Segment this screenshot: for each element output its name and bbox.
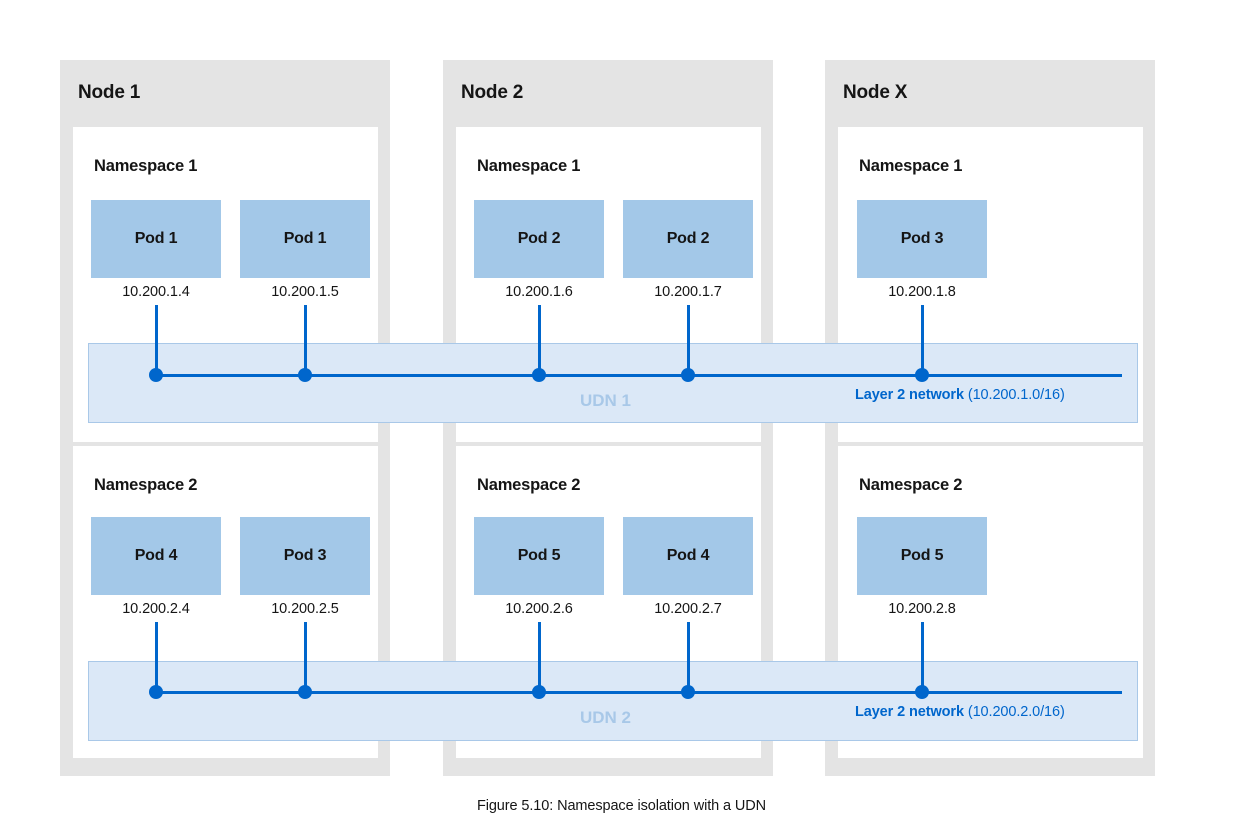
udn-network-line-1 — [156, 374, 1122, 377]
pod-label: Pod 4 — [666, 547, 710, 564]
udn-bar-1 — [88, 343, 1138, 423]
pod-box[interactable]: Pod 4 — [91, 517, 221, 595]
network-attach-dot — [532, 368, 546, 382]
pod-label: Pod 2 — [517, 230, 561, 247]
namespace-title-node2-ns2: Namespace 2 — [477, 476, 581, 494]
layer2-network-label-1: Layer 2 network (10.200.1.0/16) — [855, 387, 1065, 403]
pod-box[interactable]: Pod 3 — [857, 200, 987, 278]
udn-bar-2 — [88, 661, 1138, 741]
network-attach-dot — [149, 368, 163, 382]
pod-ip-label: 10.200.1.4 — [122, 284, 190, 300]
pod-box[interactable]: Pod 1 — [240, 200, 370, 278]
pod-connector-line — [304, 622, 307, 692]
network-attach-dot — [915, 368, 929, 382]
pod-ip-label: 10.200.2.5 — [271, 601, 339, 617]
pod-ip-label: 10.200.2.8 — [888, 601, 956, 617]
pod-connector-line — [538, 622, 541, 692]
pod-box[interactable]: Pod 3 — [240, 517, 370, 595]
pod-ip-label: 10.200.2.6 — [505, 601, 573, 617]
udn-network-line-2 — [156, 691, 1122, 694]
udn-name-label-1: UDN 1 — [580, 391, 632, 410]
layer2-network-label-2: Layer 2 network (10.200.2.0/16) — [855, 704, 1065, 720]
pod-label: Pod 4 — [134, 547, 178, 564]
pod-label: Pod 3 — [283, 547, 327, 564]
layer2-network-title: Layer 2 network — [855, 387, 964, 403]
pod-label: Pod 2 — [666, 230, 710, 247]
namespace-title-node1-ns2: Namespace 2 — [94, 476, 198, 494]
node-title-x: Node X — [843, 82, 908, 103]
pod-box[interactable]: Pod 5 — [857, 517, 987, 595]
pod-connector-line — [921, 622, 924, 692]
pod-box[interactable]: Pod 1 — [91, 200, 221, 278]
network-attach-dot — [681, 685, 695, 699]
pod-label: Pod 1 — [283, 230, 327, 247]
pod-connector-line — [304, 305, 307, 375]
pod-label: Pod 3 — [900, 230, 944, 247]
pod-connector-line — [155, 305, 158, 375]
namespace-title-nodex-ns2: Namespace 2 — [859, 476, 963, 494]
pod-label: Pod 5 — [900, 547, 944, 564]
pod-box[interactable]: Pod 2 — [623, 200, 753, 278]
node-title-1: Node 1 — [78, 82, 141, 103]
namespace-title-nodex-ns1: Namespace 1 — [859, 157, 963, 175]
pod-box[interactable]: Pod 2 — [474, 200, 604, 278]
network-attach-dot — [298, 685, 312, 699]
udn-name-label-2: UDN 2 — [580, 708, 632, 727]
pod-ip-label: 10.200.1.7 — [654, 284, 722, 300]
pod-connector-line — [155, 622, 158, 692]
pod-ip-label: 10.200.1.5 — [271, 284, 339, 300]
node-title-2: Node 2 — [461, 82, 524, 103]
network-attach-dot — [149, 685, 163, 699]
figure-caption: Figure 5.10: Namespace isolation with a … — [476, 798, 767, 814]
layer2-network-title: Layer 2 network — [855, 704, 964, 720]
pod-box[interactable]: Pod 5 — [474, 517, 604, 595]
network-attach-dot — [915, 685, 929, 699]
pod-ip-label: 10.200.1.6 — [505, 284, 573, 300]
namespace-title-node2-ns1: Namespace 1 — [477, 157, 581, 175]
pod-connector-line — [687, 305, 690, 375]
pod-label: Pod 1 — [134, 230, 178, 247]
pod-ip-label: 10.200.1.8 — [888, 284, 956, 300]
network-attach-dot — [681, 368, 695, 382]
network-attach-dot — [532, 685, 546, 699]
pod-ip-label: 10.200.2.4 — [122, 601, 190, 617]
pod-connector-line — [538, 305, 541, 375]
pod-connector-line — [921, 305, 924, 375]
layer2-network-cidr: (10.200.1.0/16) — [967, 387, 1065, 403]
layer2-network-cidr: (10.200.2.0/16) — [967, 704, 1065, 720]
namespace-title-node1-ns1: Namespace 1 — [94, 157, 198, 175]
network-attach-dot — [298, 368, 312, 382]
pod-box[interactable]: Pod 4 — [623, 517, 753, 595]
pod-connector-line — [687, 622, 690, 692]
pod-ip-label: 10.200.2.7 — [654, 601, 722, 617]
pod-label: Pod 5 — [517, 547, 561, 564]
